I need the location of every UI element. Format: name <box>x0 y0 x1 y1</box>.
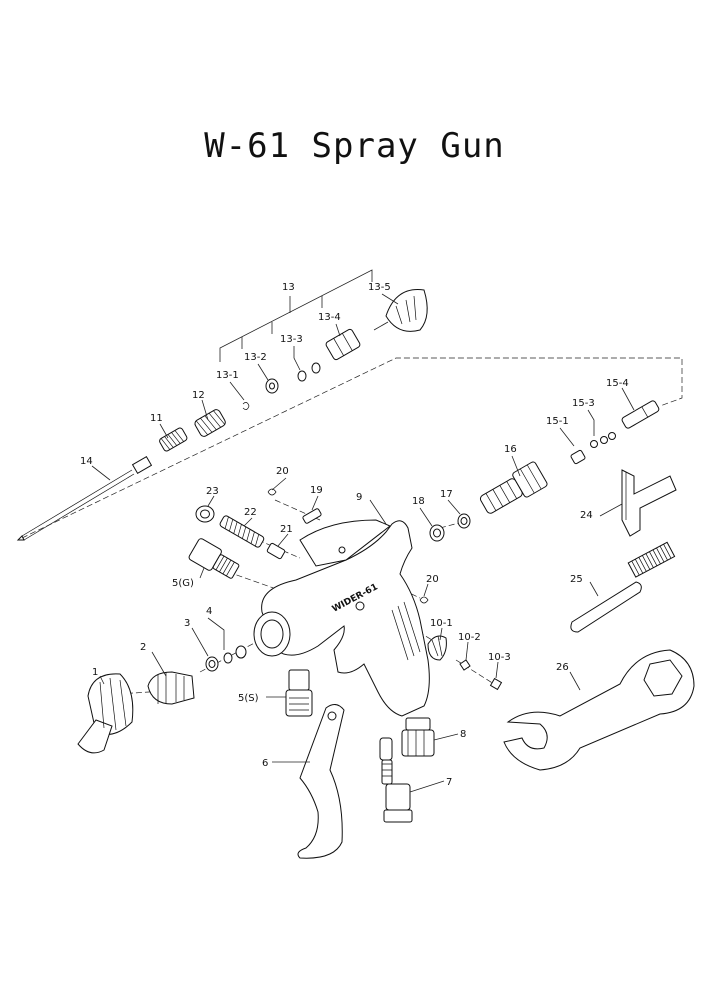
label-part-20-upper: 20 <box>276 466 289 477</box>
callout-labels: 1 2 3 4 5(G) 5(S) 6 7 8 9 10-1 10-2 10-3… <box>80 282 629 788</box>
label-part-15-4: 15-4 <box>606 378 629 389</box>
part-11-spring <box>159 427 188 452</box>
label-part-13-5: 13-5 <box>368 282 391 293</box>
label-part-1: 1 <box>92 667 98 678</box>
label-part-10-3: 10-3 <box>488 652 511 663</box>
label-part-13: 13 <box>282 282 295 293</box>
label-part-5s: 5(S) <box>238 693 259 704</box>
label-part-13-3: 13-3 <box>280 334 303 345</box>
part-19-pin <box>302 508 322 524</box>
label-part-20-lower: 20 <box>426 574 439 585</box>
label-part-3: 3 <box>184 618 190 629</box>
label-part-2: 2 <box>140 642 146 653</box>
part-13-bracket <box>219 269 373 362</box>
label-part-13-4: 13-4 <box>318 312 341 323</box>
part-3-packing <box>205 656 219 672</box>
label-part-26: 26 <box>556 662 569 673</box>
label-part-21: 21 <box>280 524 293 535</box>
label-part-14: 14 <box>80 456 93 467</box>
label-part-13-1: 13-1 <box>216 370 239 381</box>
part-10-components <box>427 635 503 691</box>
part-12-spring <box>194 409 226 437</box>
label-part-10-2: 10-2 <box>458 632 481 643</box>
part-1-air-cap <box>77 673 134 754</box>
part-15-components <box>570 400 660 465</box>
label-part-13-2: 13-2 <box>244 352 267 363</box>
label-part-10-1: 10-1 <box>430 618 453 629</box>
part-16-valve-body <box>479 461 548 514</box>
part-4-seals <box>223 645 247 664</box>
label-part-15-3: 15-3 <box>572 398 595 409</box>
part-7-air-valve <box>379 737 413 823</box>
part-6-trigger <box>297 704 345 859</box>
label-part-6: 6 <box>262 758 268 769</box>
part-18-ring <box>429 524 445 542</box>
label-part-16: 16 <box>504 444 517 455</box>
label-part-5g: 5(G) <box>172 578 194 589</box>
label-part-11: 11 <box>150 413 163 424</box>
label-part-12: 12 <box>192 390 205 401</box>
leader-lines <box>91 293 635 793</box>
part-21-screw <box>266 542 286 560</box>
label-part-8: 8 <box>460 729 466 740</box>
part-5g-fitting <box>188 538 240 579</box>
part-24-tool <box>621 469 677 537</box>
part-13-components <box>242 289 428 410</box>
part-17-ring <box>457 513 471 529</box>
part-2-nozzle <box>147 671 195 705</box>
part-22-spring <box>219 515 265 548</box>
label-part-9: 9 <box>356 492 362 503</box>
label-part-18: 18 <box>412 496 425 507</box>
label-part-15-1: 15-1 <box>546 416 569 427</box>
label-part-7: 7 <box>446 777 452 788</box>
label-part-23: 23 <box>206 486 219 497</box>
part-25-brush <box>570 541 676 633</box>
label-part-4: 4 <box>206 606 212 617</box>
page-title: W-61 Spray Gun <box>204 126 505 166</box>
part-8-air-inlet <box>401 717 435 757</box>
label-part-19: 19 <box>310 485 323 496</box>
label-part-17: 17 <box>440 489 453 500</box>
part-5s-fitting <box>285 669 313 717</box>
part-14-needle <box>16 455 153 541</box>
part-9-gun-body: WIDER-61 <box>253 519 430 717</box>
label-part-24: 24 <box>580 510 593 521</box>
part-23-cap <box>195 505 215 523</box>
label-part-25: 25 <box>570 574 583 585</box>
part-20-clip <box>267 488 429 604</box>
label-part-22: 22 <box>244 507 257 518</box>
part-26-wrench <box>503 649 695 771</box>
